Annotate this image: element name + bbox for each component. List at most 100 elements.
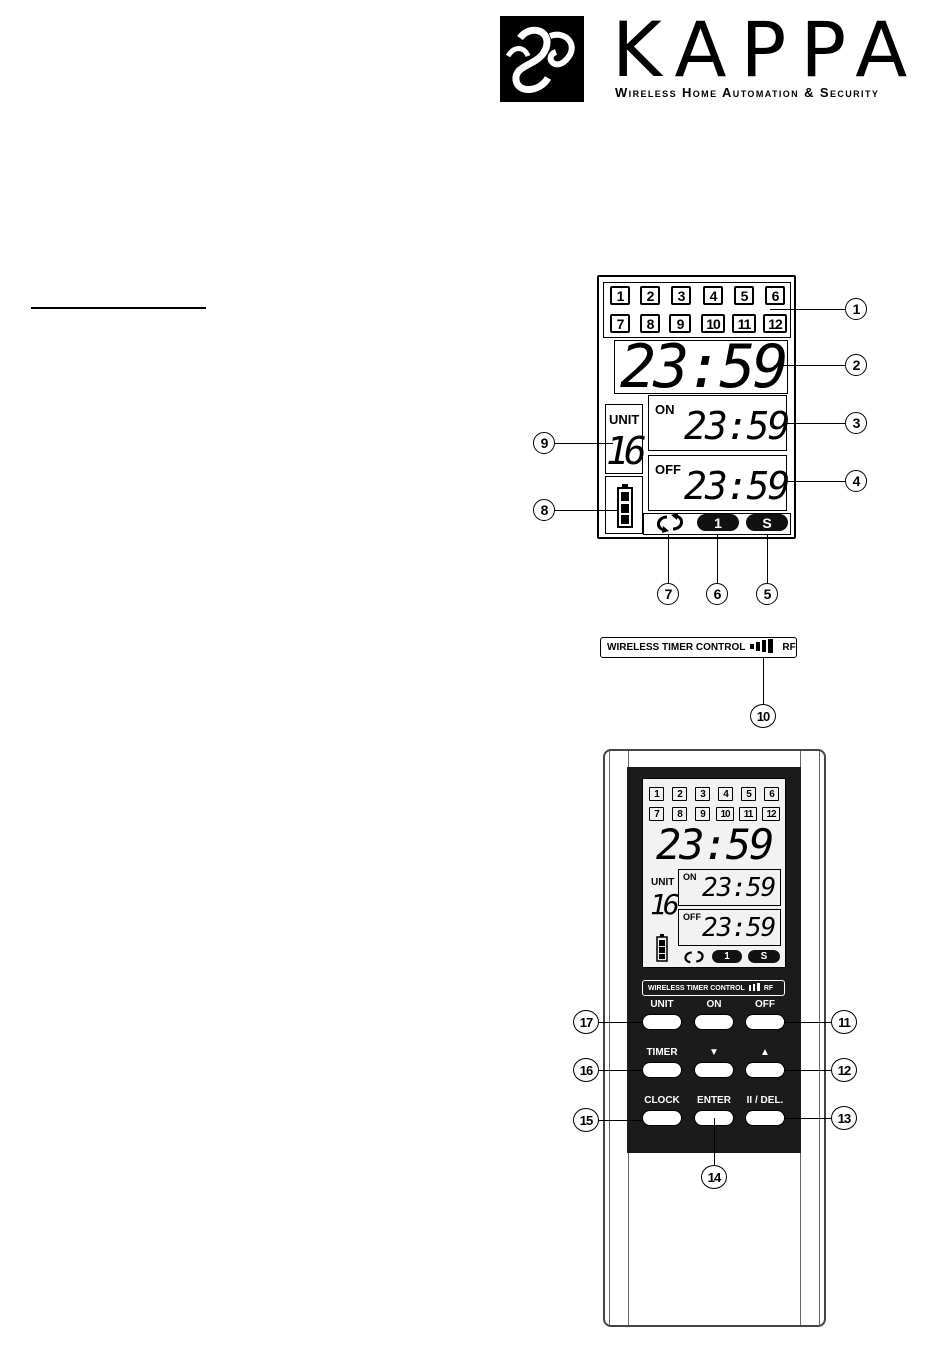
on-button[interactable] [694, 1014, 734, 1030]
channel-indicator: 2 [640, 286, 660, 305]
channel-indicator: 7 [610, 314, 630, 333]
repeat-icon [651, 513, 689, 533]
callout-leader [785, 1022, 831, 1023]
callout-leader [785, 1118, 831, 1119]
unit-label: UNIT [609, 412, 640, 427]
remote-once-icon: 1 [712, 950, 742, 963]
enter-button-label: ENTER [697, 1095, 731, 1106]
up-button-label: ▲ [760, 1047, 770, 1058]
clock-button[interactable] [642, 1110, 682, 1126]
callout-leader [787, 481, 845, 482]
brand-tagline: Wireless Home Automation & Security [615, 85, 880, 100]
remote-channel-indicator: 2 [672, 787, 687, 801]
down-button[interactable] [694, 1062, 734, 1078]
rf-strip: WIRELESS TIMER CONTROL RF [600, 637, 797, 658]
callout-leader [597, 1120, 642, 1121]
channel-indicator: 5 [734, 286, 754, 305]
remote-rf-strip: WIRELESS TIMER CONTROL RF [642, 980, 785, 996]
signal-strength-icon [750, 639, 776, 656]
clock-digits: 23:59 [620, 332, 789, 402]
brand-name: KAPPA [612, 5, 922, 94]
callout-leader [717, 535, 718, 583]
timer-button-label: TIMER [646, 1047, 678, 1058]
remote-channel-indicator: 5 [741, 787, 756, 801]
remote-on-frame [678, 869, 781, 906]
lcd-display-diagram [597, 275, 796, 539]
kappa-logo [500, 16, 584, 102]
remote-rf-text: WIRELESS TIMER CONTROL [648, 984, 745, 992]
remote-right-rail [800, 751, 820, 1325]
callout-leader [555, 443, 613, 444]
callout-2: 2 [845, 354, 867, 376]
channel-indicator: 8 [640, 314, 660, 333]
callout-leader [770, 309, 845, 310]
battery-frame [605, 476, 643, 534]
on-timer-frame [648, 395, 787, 451]
callout-17: 17 [573, 1010, 599, 1034]
pause-delete-button-label: II / DEL. [746, 1095, 784, 1106]
up-button[interactable] [745, 1062, 785, 1078]
remote-channel-indicator: 11 [739, 807, 757, 821]
off-button-label: OFF [755, 999, 775, 1010]
battery-icon [617, 484, 633, 528]
remote-clock-digits: 23:59 [656, 820, 774, 869]
channel-indicator: 1 [610, 286, 630, 305]
off-label: OFF [655, 462, 681, 477]
remote-on-digits: 23:59 [702, 873, 776, 903]
timer-button[interactable] [642, 1062, 682, 1078]
remote-off-label: OFF [683, 912, 701, 922]
channel-indicator: 6 [765, 286, 785, 305]
on-label: ON [655, 402, 675, 417]
channel-indicator: 4 [703, 286, 723, 305]
remote-security-icon: S [748, 950, 780, 963]
off-button[interactable] [745, 1014, 785, 1030]
remote-channel-indicator: 10 [716, 807, 734, 821]
on-time-digits: 23:59 [684, 404, 790, 448]
callout-leader [714, 1118, 715, 1165]
remote-unit-label: UNIT [651, 877, 675, 888]
channel-indicator: 11 [732, 314, 756, 333]
channel-area-frame [603, 282, 791, 338]
on-button-label: ON [706, 999, 722, 1010]
remote-off-digits: 23:59 [702, 913, 776, 943]
remote-channel-indicator: 8 [672, 807, 687, 821]
callout-15: 15 [573, 1108, 599, 1132]
callout-leader [787, 423, 845, 424]
remote-unit-value: 16 [650, 888, 680, 921]
callout-13: 13 [831, 1106, 857, 1130]
once-icon: 1 [697, 514, 739, 531]
callout-8: 8 [533, 499, 555, 521]
pause-delete-button[interactable] [745, 1110, 785, 1126]
rf-strip-text: WIRELESS TIMER CONTROL [607, 642, 746, 653]
unit-button[interactable] [642, 1014, 682, 1030]
unit-button-label: UNIT [650, 999, 674, 1010]
kappa-logo-mark-icon [500, 16, 584, 102]
callout-leader [767, 535, 768, 583]
remote-channel-indicator: 6 [764, 787, 779, 801]
callout-leader [785, 1070, 831, 1071]
callout-3: 3 [845, 412, 867, 434]
clock-frame [614, 340, 788, 394]
remote-signal-icon [748, 983, 761, 993]
channel-indicator: 9 [669, 314, 691, 333]
off-timer-frame [648, 455, 787, 511]
remote-rf-label: RF [763, 984, 774, 992]
remote-battery-icon [656, 934, 668, 962]
remote-channel-indicator: 3 [695, 787, 710, 801]
icon-row-frame [643, 513, 791, 535]
callout-4: 4 [845, 470, 867, 492]
remote-channel-indicator: 9 [695, 807, 710, 821]
callout-leader [668, 535, 669, 583]
callout-11: 11 [831, 1010, 857, 1034]
unit-frame [605, 404, 643, 474]
down-button-label: ▼ [709, 1047, 719, 1058]
channel-indicator: 10 [701, 314, 725, 333]
callout-16: 16 [573, 1058, 599, 1082]
unit-value: 16 [606, 429, 647, 473]
callout-leader [597, 1022, 642, 1023]
remote-channel-indicator: 4 [718, 787, 733, 801]
callout-14: 14 [701, 1165, 727, 1189]
remote-channel-indicator: 1 [649, 787, 664, 801]
remote-left-rail [609, 751, 629, 1325]
remote-repeat-icon [680, 949, 708, 965]
